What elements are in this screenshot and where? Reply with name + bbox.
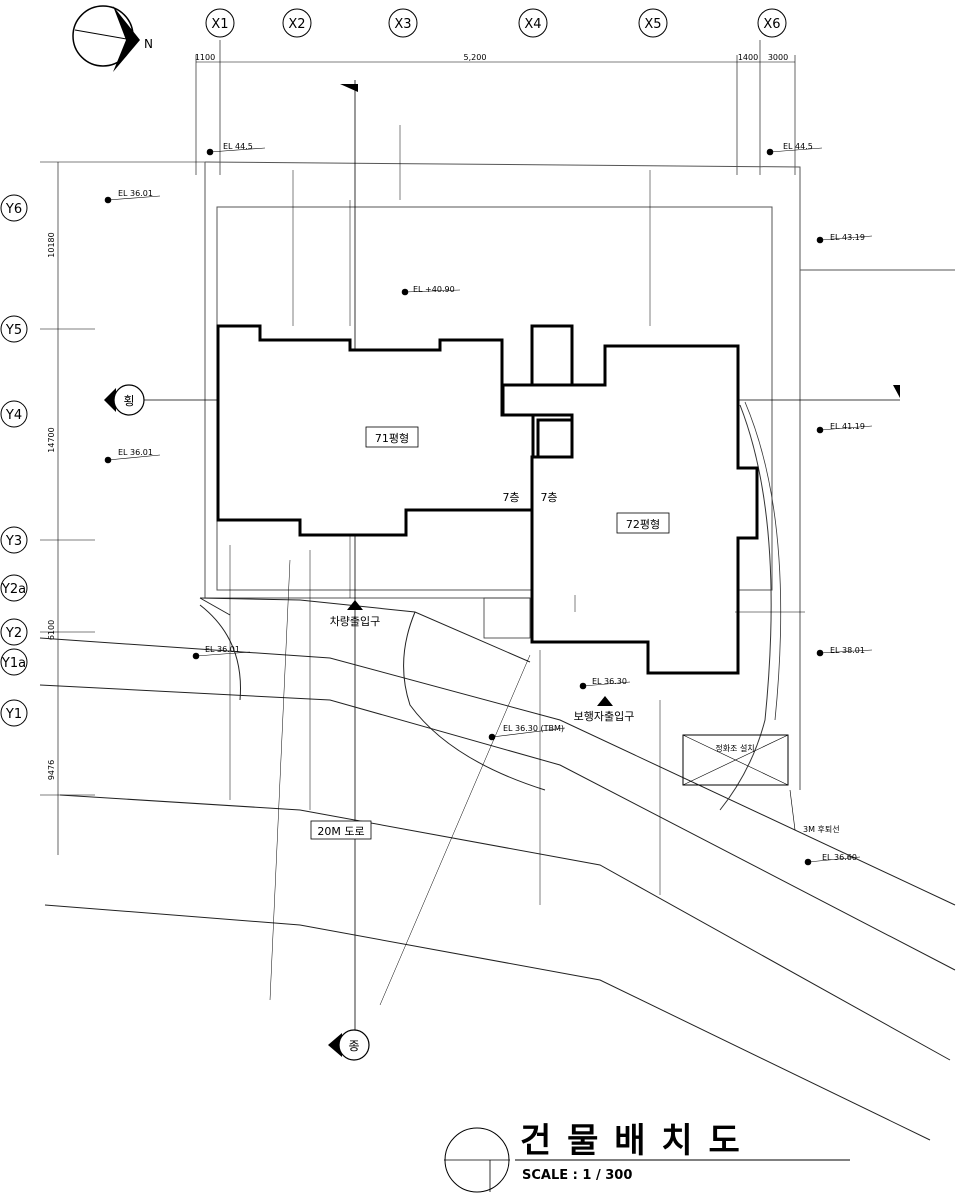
section-marker-right-icon <box>893 385 900 398</box>
el-41-19: EL 41.19 <box>830 422 865 431</box>
top-dim-3: 1400 <box>738 53 758 62</box>
x-grid-bubbles: X1 X2 X3 X4 X5 X6 <box>205 8 787 38</box>
pedestrian-entrance-label: 보행자출입구 <box>574 710 635 723</box>
north-arrow-icon: N <box>72 5 153 72</box>
vehicle-entrance-label: 차량출입구 <box>330 615 381 628</box>
grid-y1a-label: Y1a <box>1 656 26 671</box>
grid-x2-label: X2 <box>288 17 305 32</box>
building-72 <box>501 324 759 675</box>
grid-x4-label: X4 <box>524 17 541 32</box>
grid-x3-label: X3 <box>394 17 411 32</box>
el-36-30-tbm: EL 36.30 (TBM) <box>503 724 564 733</box>
building-72-label: 72평형 <box>626 518 660 531</box>
building-71-label: 71평형 <box>375 432 409 445</box>
top-dim-1: 1100 <box>195 53 215 62</box>
top-dimension-line <box>195 40 796 175</box>
road-lines <box>39 597 956 1141</box>
septic-label: 정화조 설치 <box>715 743 754 753</box>
el-36-01-low: EL 36.01 <box>205 645 240 654</box>
section-marker-top-icon <box>340 84 358 92</box>
grid-y6-label: Y6 <box>5 202 22 217</box>
el-36-01-mid: EL 36.01 <box>118 448 153 457</box>
floors-right-label: 7층 <box>540 491 557 504</box>
el-44-5-right: EL 44.5 <box>783 142 813 151</box>
grid-y2-label: Y2 <box>5 626 22 641</box>
el-36-01-top: EL 36.01 <box>118 189 153 198</box>
road-label: 20M 도로 <box>317 825 364 838</box>
vehicle-entrance-arrow-icon <box>347 600 363 610</box>
el-38-01: EL 38.01 <box>830 646 865 655</box>
left-dim-4: 9476 <box>47 760 56 780</box>
el-36-30: EL 36.30 <box>592 677 627 686</box>
left-dim-3: 6100 <box>47 620 56 640</box>
elevation-markers <box>104 147 873 866</box>
north-label: N <box>144 37 153 51</box>
section-v-label: 종 <box>348 1039 359 1053</box>
section-bubble-vertical: 종 <box>328 1029 370 1061</box>
y-grid-bubbles: Y6 Y5 Y4 Y3 Y2a Y2 Y1a Y1 <box>0 194 28 727</box>
top-dim-2: 5,200 <box>464 53 487 62</box>
grid-x6-label: X6 <box>763 17 780 32</box>
grid-y4-label: Y4 <box>5 408 22 423</box>
setback-label: 3M 후퇴선 <box>803 825 840 834</box>
left-dimension-line <box>40 161 210 855</box>
section-bubble-horizontal: 횡 <box>104 384 145 416</box>
grid-x1-label: X1 <box>211 17 228 32</box>
grid-y1-label: Y1 <box>5 707 22 722</box>
grid-y3-label: Y3 <box>5 534 22 549</box>
grid-y2a-label: Y2a <box>1 582 26 597</box>
grid-x5-label: X5 <box>644 17 661 32</box>
el-43-19: EL 43.19 <box>830 233 865 242</box>
top-dim-4: 3000 <box>768 53 788 62</box>
drawing-title: 건 물 배 치 도 <box>520 1121 742 1161</box>
septic-tank-box <box>682 734 789 786</box>
left-dim-2: 14700 <box>47 427 56 452</box>
el-36-60: EL 36.60 <box>822 853 857 862</box>
gate-box <box>483 597 531 639</box>
drawing-scale: SCALE : 1 / 300 <box>522 1168 632 1183</box>
grid-y5-label: Y5 <box>5 323 22 338</box>
pedestrian-entrance-arrow-icon <box>597 696 613 706</box>
el-40-90: EL +40.90 <box>413 285 455 294</box>
el-44-5-left: EL 44.5 <box>223 142 253 151</box>
left-dim-1: 10180 <box>47 232 56 257</box>
floors-left-label: 7층 <box>502 491 519 504</box>
title-block <box>444 1127 850 1193</box>
core-box <box>536 418 574 459</box>
section-h-label: 횡 <box>123 394 134 408</box>
